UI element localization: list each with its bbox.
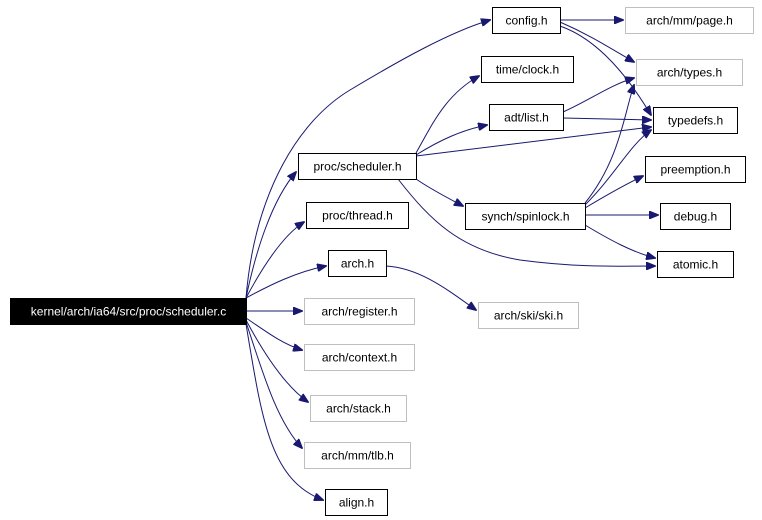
node-proc-scheduler-h[interactable]: proc/scheduler.h — [298, 153, 417, 180]
node-box — [660, 203, 731, 230]
node-arch-types-h[interactable]: arch/types.h — [636, 59, 743, 86]
node-box — [306, 202, 409, 229]
node-label: proc/scheduler.h — [313, 160, 401, 174]
node-config-h[interactable]: config.h — [492, 7, 561, 34]
node-label: preemption.h — [660, 163, 730, 177]
node-synch-spinlock-h[interactable]: synch/spinlock.h — [465, 203, 586, 230]
node-label: arch/mm/tlb.h — [321, 449, 394, 463]
edge-root-to-align-h — [245, 323, 323, 500]
node-label: arch/stack.h — [326, 402, 391, 416]
node-arch-stack-h[interactable]: arch/stack.h — [310, 395, 407, 422]
edge-adt-list-h-to-typedefs-h — [562, 118, 651, 120]
node-box — [328, 250, 387, 277]
node-box — [481, 56, 574, 83]
edge-synch-spinlock-h-to-atomic-h — [584, 224, 655, 258]
node-box — [657, 251, 734, 278]
node-label: adt/list.h — [504, 111, 549, 125]
node-box — [298, 153, 417, 180]
edge-root-to-arch-mm-tlb-h — [245, 321, 302, 448]
edge-synch-spinlock-h-to-arch-types-h — [584, 85, 634, 204]
node-label: align.h — [339, 496, 374, 510]
node-box — [645, 156, 746, 183]
node-label: config.h — [505, 14, 547, 28]
edge-synch-spinlock-h-to-typedefs-h — [584, 130, 651, 206]
edge-proc-scheduler-h-to-synch-spinlock-h — [415, 178, 463, 206]
node-box — [653, 107, 738, 134]
node-label: arch.h — [341, 257, 374, 271]
node-debug-h[interactable]: debug.h — [660, 203, 731, 230]
node-arch-ski-ski-h[interactable]: arch/ski/ski.h — [478, 302, 579, 329]
node-label: arch/mm/page.h — [646, 14, 733, 28]
edge-root-to-arch-context-h — [245, 317, 302, 350]
node-box — [478, 302, 579, 329]
node-label: kernel/arch/ia64/src/proc/scheduler.c — [31, 305, 226, 319]
node-label: arch/types.h — [657, 66, 722, 80]
edge-root-to-proc-thread-h — [245, 222, 304, 299]
edge-proc-scheduler-h-to-time-clock-h — [415, 76, 479, 154]
node-box — [304, 298, 415, 325]
node-label: time/clock.h — [496, 63, 559, 77]
node-preemption-h[interactable]: preemption.h — [645, 156, 746, 183]
node-time-clock-h[interactable]: time/clock.h — [481, 56, 574, 83]
edge-proc-scheduler-h-to-adt-list-h — [415, 125, 487, 156]
node-label: debug.h — [674, 210, 717, 224]
edge-proc-scheduler-h-to-atomic-h — [397, 178, 655, 266]
edge-config-h-to-typedefs-h — [559, 25, 651, 115]
node-box — [492, 7, 561, 34]
node-box — [489, 104, 564, 131]
node-align-h[interactable]: align.h — [325, 489, 388, 516]
node-typedefs-h[interactable]: typedefs.h — [653, 107, 738, 134]
edge-arch-h-to-arch-ski-ski-h — [385, 265, 476, 310]
node-label: atomic.h — [673, 258, 718, 272]
node-box — [465, 203, 586, 230]
node-label: proc/thread.h — [322, 209, 393, 223]
edge-layer — [245, 20, 658, 500]
edge-root-to-config-h — [245, 20, 490, 299]
node-arch-context-h[interactable]: arch/context.h — [304, 344, 415, 371]
node-proc-thread-h[interactable]: proc/thread.h — [306, 202, 409, 229]
node-label: synch/spinlock.h — [481, 210, 569, 224]
node-arch-register-h[interactable]: arch/register.h — [304, 298, 415, 325]
node-box — [310, 395, 407, 422]
node-box — [304, 442, 411, 469]
node-root[interactable]: kernel/arch/ia64/src/proc/scheduler.c — [10, 298, 247, 325]
node-label: arch/context.h — [322, 351, 397, 365]
edge-root-to-arch-h — [245, 266, 326, 299]
edge-adt-list-h-to-arch-types-h — [562, 78, 634, 113]
node-arch-h[interactable]: arch.h — [328, 250, 387, 277]
node-box — [304, 344, 415, 371]
node-label: arch/ski/ski.h — [494, 309, 563, 323]
node-adt-list-h[interactable]: adt/list.h — [489, 104, 564, 131]
node-label: typedefs.h — [668, 114, 723, 128]
edge-config-h-to-arch-types-h — [559, 21, 634, 62]
node-box — [10, 298, 247, 325]
node-arch-mm-page-h[interactable]: arch/mm/page.h — [625, 7, 754, 34]
edge-root-to-proc-scheduler-h — [245, 172, 296, 299]
node-atomic-h[interactable]: atomic.h — [657, 251, 734, 278]
edge-synch-spinlock-h-to-preemption-h — [584, 176, 643, 209]
node-layer: kernel/arch/ia64/src/proc/scheduler.c pro… — [10, 7, 754, 516]
node-box — [636, 59, 743, 86]
node-box — [325, 489, 388, 516]
edge-root-to-arch-stack-h — [245, 319, 308, 402]
node-label: arch/register.h — [321, 305, 397, 319]
edge-proc-scheduler-h-to-typedefs-h — [415, 127, 651, 157]
node-arch-mm-tlb-h[interactable]: arch/mm/tlb.h — [304, 442, 411, 469]
node-box — [625, 7, 754, 34]
